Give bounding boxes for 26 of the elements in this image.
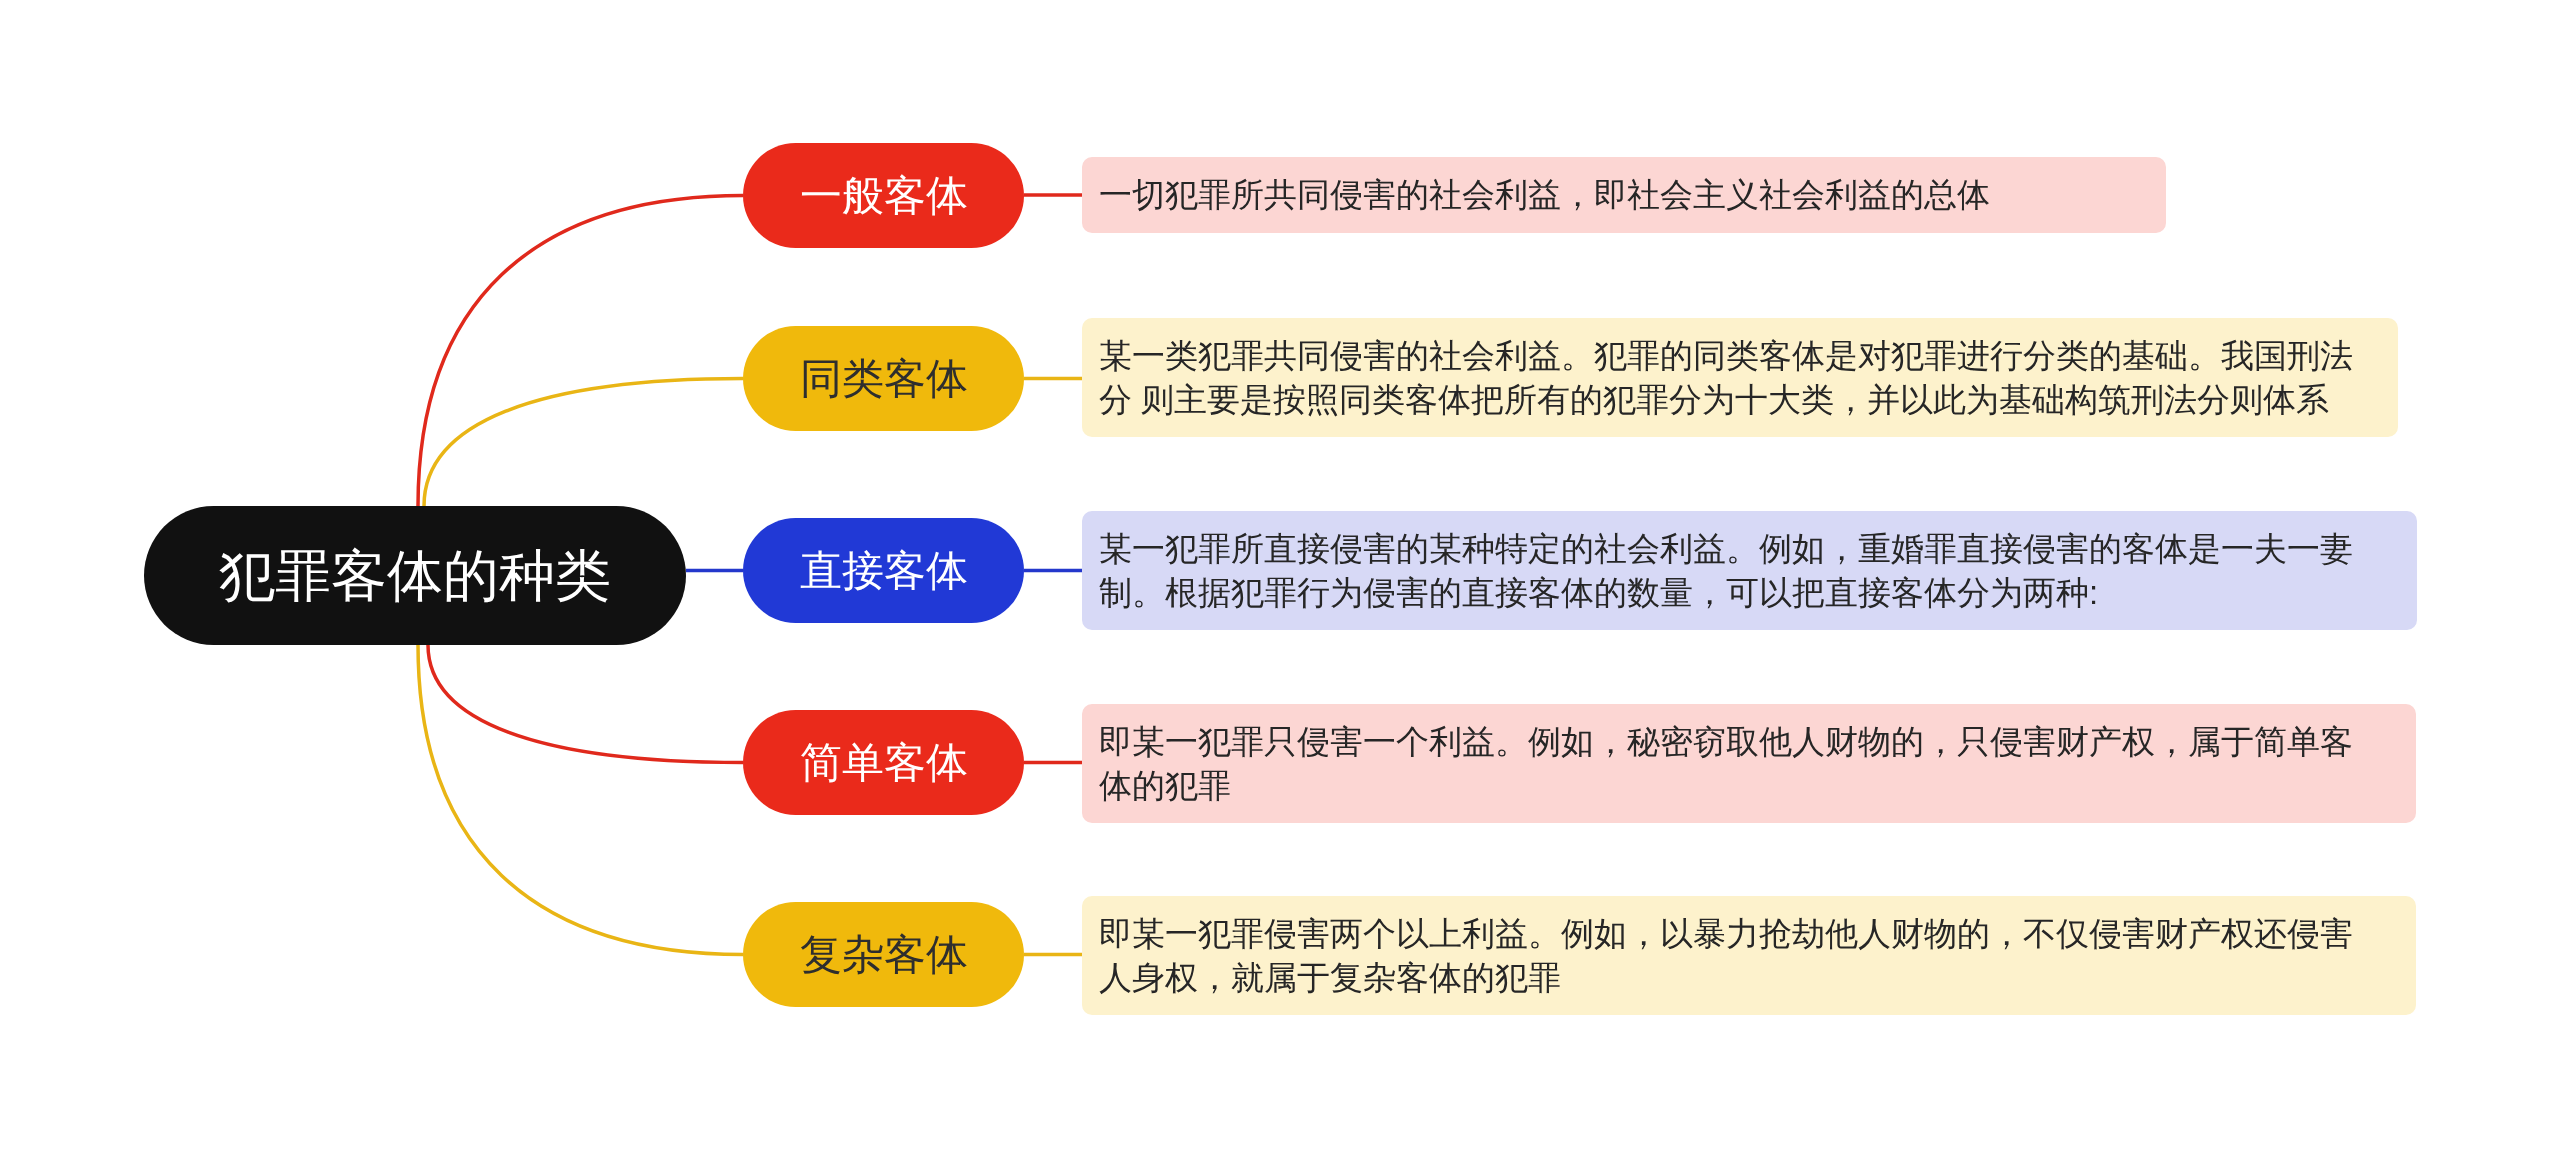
connector-line (1024, 376, 1082, 381)
topic-label: 一般客体 (799, 170, 968, 221)
connector-line (416, 193, 744, 507)
connector-line (1024, 760, 1082, 765)
connector-line (416, 644, 744, 957)
description-text: 某一犯罪所直接侵害的某种特定的社会利益。例如，重婚罪直接侵害的客体是一夫一妻制。根据犯罪行为侵害的直接客体的数量，可以把直接客体分为两种: (1099, 528, 2354, 613)
connector-line (1024, 952, 1082, 957)
connector-line (422, 376, 744, 507)
topic-label: 直接客体 (799, 545, 968, 596)
description-text: 某一类犯罪共同侵害的社会利益。犯罪的同类客体是对犯罪进行分类的基础。我国刑法分 则主要是按照同类客体把所有的犯罪分为十大类，并以此为基础构筑刑法分则体系 (1099, 335, 2354, 420)
description-text: 即某一犯罪侵害两个以上利益。例如，以暴力抢劫他人财物的，不仅侵害财产权还侵害人身权，就属于复杂客体的犯罪 (1099, 913, 2354, 998)
connector-line (426, 644, 744, 765)
description-box (1082, 704, 2416, 823)
central-topic-title: 犯罪客体的种类 (219, 543, 611, 608)
topic-label: 复杂客体 (799, 929, 968, 980)
description-text: 即某一犯罪只侵害一个利益。例如，秘密窃取他人财物的，只侵害财产权，属于简单客体的犯罪 (1099, 721, 2354, 806)
description-text: 一切犯罪所共同侵害的社会利益，即社会主义社会利益的总体 (1099, 175, 1991, 215)
description-box (1082, 157, 2166, 233)
connector-line (1024, 568, 1082, 573)
topic-label: 简单客体 (799, 737, 968, 788)
connector-line (1024, 193, 1082, 197)
description-box (1082, 896, 2416, 1015)
topic-label: 同类客体 (799, 353, 968, 404)
connector-line (686, 568, 743, 573)
description-box (1082, 318, 2398, 437)
description-box (1082, 511, 2417, 630)
